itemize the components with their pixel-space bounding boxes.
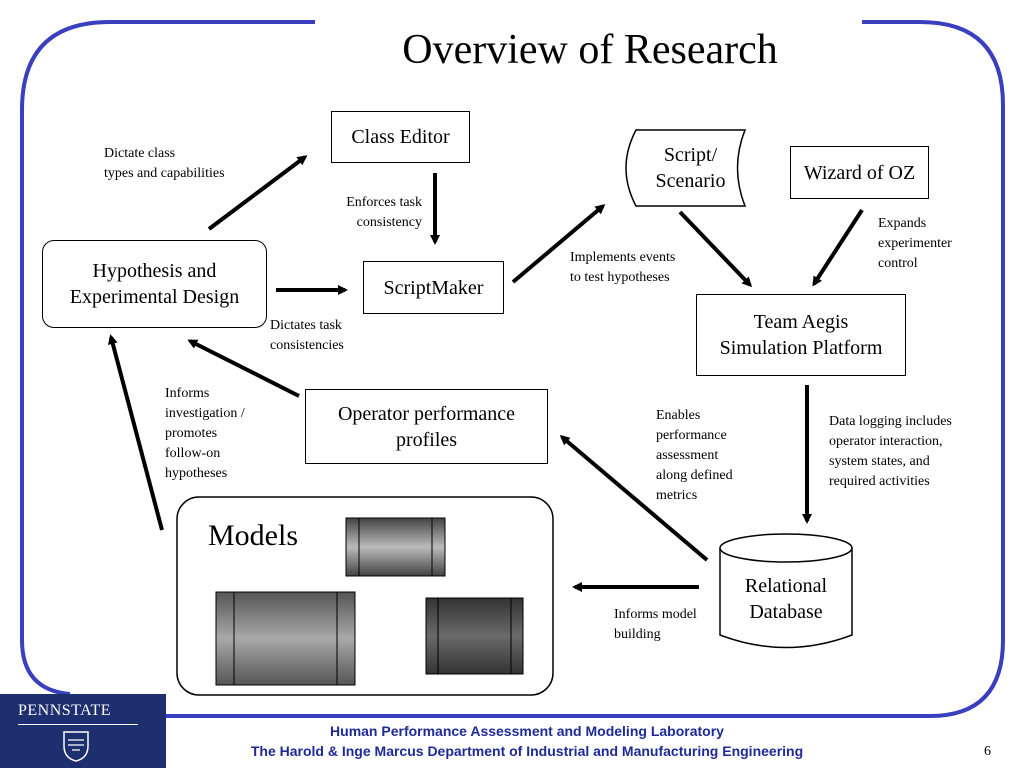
arrow-hypothesis-to-class-editor — [207, 155, 308, 231]
wizard-of-oz-label: Wizard of OZ — [803, 161, 916, 184]
wizard-of-oz-box: Wizard of OZ — [790, 146, 929, 199]
arrow-database-to-profiles — [559, 435, 709, 562]
page-number: 6 — [984, 744, 991, 759]
database-cylinder — [719, 533, 853, 649]
operator-profiles-label: Operator performance profiles — [337, 402, 516, 451]
relational-database-label: Relational Database — [744, 575, 828, 623]
arrow-models-to-hypothesis — [107, 334, 164, 531]
logo-divider — [18, 724, 138, 725]
note-implements-events: Implements events to test hypotheses — [570, 250, 676, 285]
slide-title: Overview of Research — [402, 27, 778, 73]
note-enforces-task: Enforces task consistency — [346, 195, 422, 230]
scriptmaker-box: ScriptMaker — [363, 261, 504, 314]
shield-icon — [63, 731, 89, 762]
arrow-profiles-to-hypothesis — [187, 339, 300, 398]
frame-right-arc — [166, 20, 1005, 718]
arrow-wizard-to-aegis — [812, 208, 864, 287]
arrow-scriptmaker-to-script — [511, 204, 606, 284]
class-editor-box: Class Editor — [331, 111, 470, 163]
hypothesis-box: Hypothesis and Experimental Design — [42, 240, 267, 328]
footer-line-1: Human Performance Assessment and Modelin… — [330, 723, 724, 739]
note-informs-investigation: Informs investigation / promotes follow-… — [165, 386, 245, 481]
pennstate-logo: PENNSTATE — [0, 694, 166, 768]
model-cylinder-dark — [425, 597, 524, 675]
script-scenario-box: Script/ Scenario — [636, 130, 745, 206]
relational-database-box: Relational Database — [720, 566, 852, 632]
scriptmaker-label: ScriptMaker — [383, 276, 484, 299]
models-label: Models — [208, 519, 298, 552]
script-scenario-shape — [625, 129, 747, 207]
note-enables-performance: Enables performance assessment along def… — [656, 408, 733, 503]
model-cylinder-large — [215, 591, 356, 686]
hypothesis-label: Hypothesis and Experimental Design — [69, 260, 240, 308]
arrow-script-to-aegis — [678, 210, 753, 288]
model-cylinder-small — [345, 517, 446, 577]
team-aegis-box: Team Aegis Simulation Platform — [696, 294, 906, 376]
note-expands-experimenter: Expands experimenter control — [878, 216, 952, 271]
note-informs-model: Informs model building — [614, 607, 697, 642]
team-aegis-label: Team Aegis Simulation Platform — [719, 311, 883, 359]
operator-profiles-box: Operator performance profiles — [305, 389, 548, 464]
footer-line-2: The Harold & Inge Marcus Department of I… — [250, 743, 804, 759]
note-dictates-task: Dictates task consistencies — [270, 318, 344, 353]
frame-left-arc — [20, 20, 315, 696]
note-data-logging: Data logging includes operator interacti… — [829, 414, 952, 489]
class-editor-label: Class Editor — [351, 126, 450, 148]
pennstate-wordmark: PENNSTATE — [18, 702, 111, 719]
script-scenario-label: Script/ Scenario — [655, 144, 726, 192]
note-dictate-class: Dictate class types and capabilities — [104, 146, 225, 181]
